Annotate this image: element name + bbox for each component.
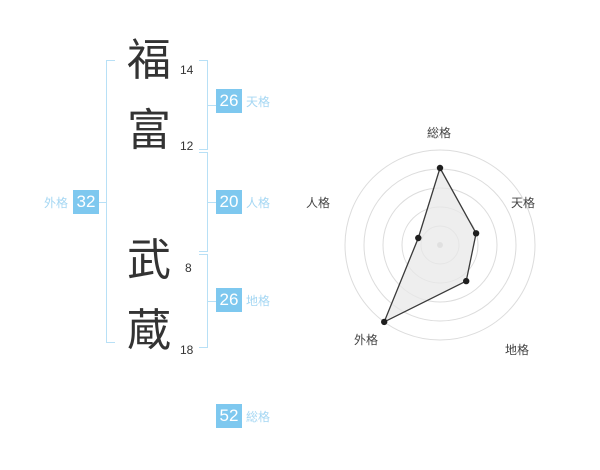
tenkaku-label: 天格 [246,95,271,109]
name-character-3: 武 [127,236,171,285]
radar-data-point [415,234,422,242]
radar-data-point [463,277,470,285]
radar-axis-label: 天格 [511,195,535,210]
radar-grid-ring [344,149,536,341]
tenkaku-value-box: 26 [216,89,242,113]
jinkaku-bracket [199,152,216,252]
radar-data-point [472,230,480,237]
jinkaku-value-box: 20 [216,190,242,214]
name-character-1: 福 [127,36,171,85]
chikaku-label: 地格 [246,294,271,308]
gaikaku-bracket-tick [99,201,107,203]
jinkaku-bracket-tick [207,202,216,203]
chikaku-bracket-tick [207,301,216,302]
radar-data-point [381,318,388,326]
chikaku-bracket [199,254,216,348]
tenkaku-bracket-tick [207,105,216,106]
jinkaku-label: 人格 [246,196,271,210]
stroke-count-3: 8 [185,261,192,275]
gaikaku-bracket [99,60,115,343]
stroke-count-4: 18 [180,343,194,357]
gaikaku-label: 外格 [44,196,69,210]
radar-axis-label: 外格 [354,332,378,347]
gaikaku-value-box: 32 [73,190,99,214]
soukaku-value-box: 52 [216,404,242,428]
stroke-count-2: 12 [180,139,194,153]
radar-data-polygon [382,166,477,324]
radar-axis-label: 地格 [505,342,529,357]
radar-data-point [436,164,444,172]
radar-axis-label: 人格 [306,195,330,210]
soukaku-label: 総格 [246,410,271,424]
stroke-count-1: 14 [180,63,194,77]
name-character-2: 富 [127,106,171,155]
radar-axis-label: 総格 [427,125,451,140]
chikaku-value-box: 26 [216,288,242,312]
name-character-4: 蔵 [127,306,171,355]
tenkaku-bracket [199,60,216,150]
